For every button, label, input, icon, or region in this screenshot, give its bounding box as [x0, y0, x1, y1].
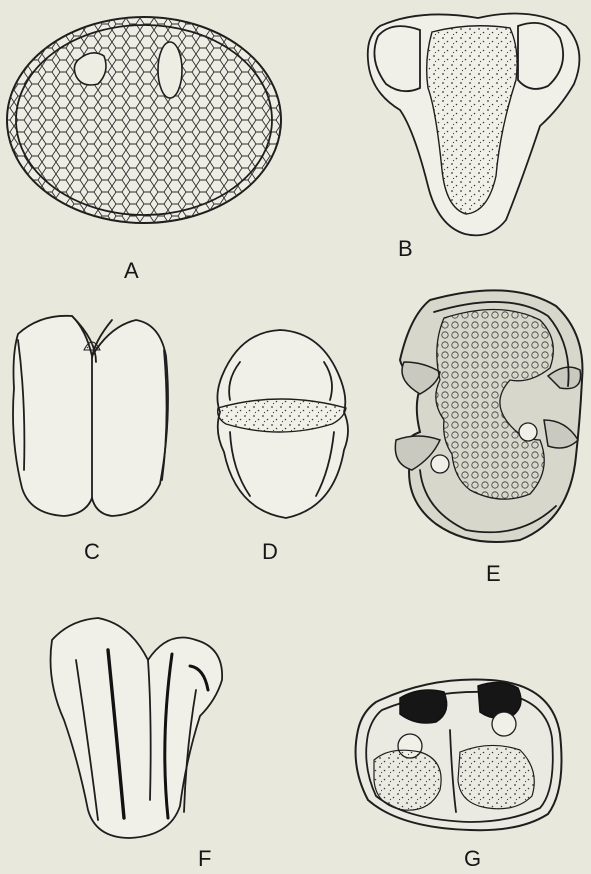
panel-a-pore-right — [158, 42, 182, 98]
label-c: C — [84, 539, 100, 564]
label-e: E — [486, 561, 501, 586]
label-d: D — [262, 539, 278, 564]
label-b: B — [398, 236, 413, 261]
panel-c-section — [13, 316, 168, 516]
label-g: G — [464, 846, 481, 871]
panel-d-section — [217, 330, 348, 518]
panel-g-section — [356, 679, 562, 830]
label-a: A — [124, 258, 139, 283]
panel-f-section — [51, 618, 223, 838]
panel-b-section — [368, 14, 580, 236]
panel-e-section — [395, 290, 582, 542]
panel-a-cell-section — [5, 15, 285, 225]
label-f: F — [198, 846, 211, 871]
